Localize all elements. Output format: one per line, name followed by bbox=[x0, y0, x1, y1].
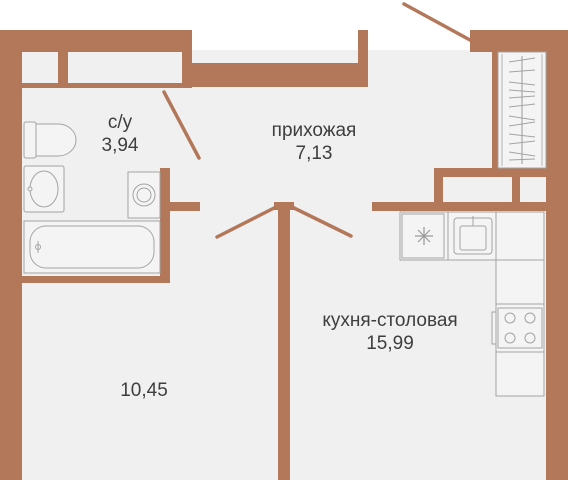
bathroom-area: 3,94 bbox=[101, 134, 139, 156]
bathroom-label: с/у 3,94 bbox=[88, 112, 152, 158]
doors bbox=[162, 2, 472, 239]
kitchen-label: кухня-столовая 15,99 bbox=[298, 310, 482, 356]
kitchen-sink bbox=[453, 216, 493, 255]
room-door-leaf bbox=[215, 205, 278, 239]
room-area: 10,45 bbox=[120, 380, 168, 401]
hallway-name: прихожая bbox=[271, 120, 357, 141]
kitchen-name: кухня-столовая bbox=[322, 310, 458, 331]
walls bbox=[0, 30, 568, 480]
hallway-area: 7,13 bbox=[295, 142, 333, 164]
bathroom-name: с/у bbox=[107, 112, 133, 133]
hallway-label: прихожая 7,13 bbox=[244, 120, 384, 166]
bathtub bbox=[23, 220, 161, 274]
washing-machine bbox=[127, 171, 161, 219]
fridge-star bbox=[415, 227, 433, 245]
wardrobe bbox=[497, 51, 547, 169]
entrance-door-leaf bbox=[402, 2, 472, 42]
bathroom-door-leaf bbox=[162, 90, 201, 160]
kitchen-door-leaf bbox=[290, 205, 353, 238]
room-label: 10,45 bbox=[104, 380, 184, 403]
kitchen-area: 15,99 bbox=[366, 332, 414, 354]
cooktop bbox=[491, 307, 543, 349]
washbasin bbox=[23, 165, 65, 213]
toilet bbox=[23, 121, 77, 159]
